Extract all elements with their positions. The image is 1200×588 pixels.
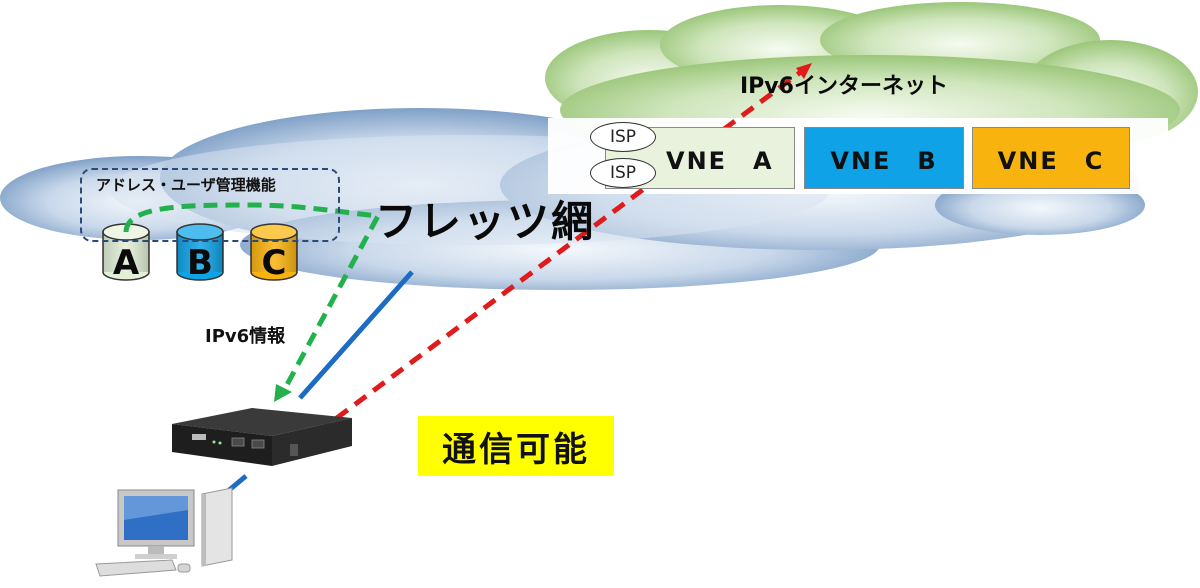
router-to-network-link bbox=[298, 270, 414, 400]
ipv6-internet-title: IPv6インターネット bbox=[740, 74, 948, 99]
db-cylinder-b bbox=[176, 223, 224, 281]
vne-c-box: VNE C bbox=[972, 127, 1130, 189]
db-label-a: A bbox=[112, 243, 140, 283]
isp-ellipse-1: ISP bbox=[590, 122, 656, 152]
communication-possible-label: 通信可能 bbox=[418, 416, 614, 476]
ipv6-info-path bbox=[123, 202, 382, 396]
isp-ellipse-2: ISP bbox=[590, 158, 656, 188]
flets-network-title: フレッツ網 bbox=[375, 197, 596, 246]
ipv6-info-label: IPv6情報 bbox=[205, 326, 286, 347]
management-function-title: アドレス・ユーザ管理機能 bbox=[96, 176, 276, 194]
db-label-b: B bbox=[187, 243, 213, 283]
management-function-box bbox=[80, 168, 340, 242]
db-label-c: C bbox=[261, 243, 287, 283]
db-cylinder-a bbox=[102, 223, 150, 281]
db-cylinder-c bbox=[250, 223, 298, 281]
pc-icon bbox=[95, 487, 233, 577]
router-icon bbox=[172, 408, 352, 466]
vne-b-box: VNE B bbox=[804, 127, 964, 189]
communication-arrowhead bbox=[796, 63, 812, 79]
ipv6-info-arrowhead bbox=[274, 384, 292, 402]
